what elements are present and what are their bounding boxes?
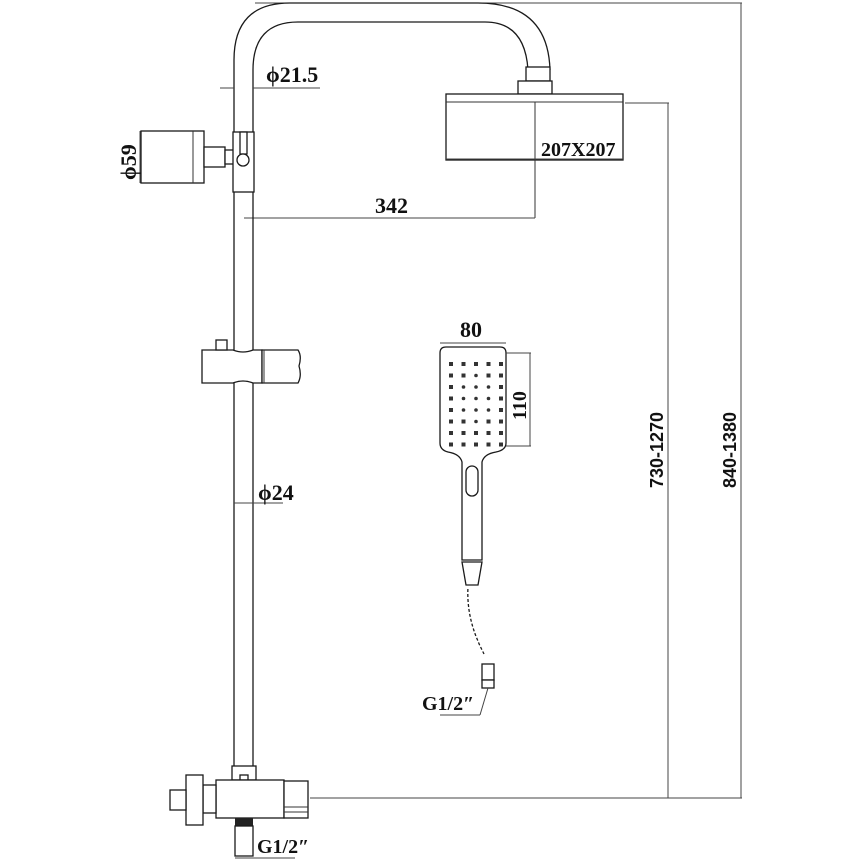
diverter-knob-diameter-label: ϕ59 bbox=[116, 144, 141, 180]
spray-nozzle bbox=[449, 385, 453, 389]
spray-nozzle bbox=[499, 396, 503, 401]
arm-reach-dimension: 342 bbox=[244, 193, 535, 219]
handshower-height-label: 110 bbox=[509, 391, 531, 420]
head-size-label: 207X207 bbox=[541, 139, 615, 161]
handshower-width-label: 80 bbox=[460, 317, 482, 342]
hand-shower: 80 110 bbox=[439, 317, 531, 586]
spray-nozzle bbox=[486, 442, 491, 447]
spray-nozzle bbox=[486, 431, 491, 435]
spray-nozzle bbox=[474, 385, 478, 389]
spray-nozzle bbox=[486, 419, 491, 424]
spray-nozzle bbox=[486, 362, 491, 366]
arm-diameter-dimension: ϕ21.5 bbox=[220, 62, 320, 89]
spray-nozzle bbox=[461, 385, 466, 389]
spray-nozzle bbox=[461, 419, 466, 424]
spray-nozzle bbox=[499, 408, 503, 412]
height-range-head-label: 730-1270 bbox=[647, 412, 667, 488]
spray-nozzle bbox=[486, 373, 491, 378]
spray-nozzle bbox=[486, 408, 491, 412]
spray-nozzle bbox=[474, 419, 478, 424]
spray-nozzles bbox=[449, 362, 503, 447]
head-height-dimension: 730-1270 bbox=[625, 102, 669, 798]
spray-nozzle bbox=[499, 431, 503, 435]
slide-bracket bbox=[201, 339, 301, 384]
spray-nozzle bbox=[499, 442, 503, 447]
spray-nozzle bbox=[474, 362, 478, 366]
spray-nozzle bbox=[474, 373, 478, 378]
spray-nozzle bbox=[461, 431, 466, 435]
spray-nozzle bbox=[461, 373, 466, 378]
spray-nozzle bbox=[449, 362, 453, 366]
shower-hose: G1/2″ bbox=[422, 586, 495, 716]
spray-nozzle bbox=[499, 419, 503, 424]
spray-nozzle bbox=[449, 408, 453, 412]
spray-nozzle bbox=[474, 408, 478, 412]
inlet-connection-label: G1/2″ bbox=[257, 836, 309, 858]
spray-nozzle bbox=[461, 396, 466, 401]
overhead-shower-head: 207X207 bbox=[445, 93, 624, 218]
spray-nozzle bbox=[461, 408, 466, 412]
spray-nozzle bbox=[499, 362, 503, 366]
arm-reach-label: 342 bbox=[375, 193, 408, 218]
height-range-overall-label: 840-1380 bbox=[720, 412, 740, 488]
spray-nozzle bbox=[486, 396, 491, 401]
riser-rail bbox=[232, 130, 255, 770]
riser-pipe-diameter-label: ϕ24 bbox=[258, 480, 294, 505]
diverter-knob: ϕ59 bbox=[116, 130, 235, 184]
riser-diameter-dimension: ϕ24 bbox=[234, 480, 294, 505]
shower-arm bbox=[233, 2, 553, 130]
spray-nozzle bbox=[449, 442, 453, 447]
arm-pipe-diameter-label: ϕ21.5 bbox=[266, 62, 318, 87]
spray-nozzle bbox=[449, 373, 453, 378]
spray-nozzle bbox=[449, 431, 453, 435]
spray-nozzle bbox=[499, 373, 503, 378]
spray-nozzle bbox=[449, 419, 453, 424]
spray-nozzle bbox=[461, 442, 466, 447]
spray-nozzle bbox=[474, 442, 478, 447]
spray-nozzle bbox=[474, 396, 478, 401]
hose-connection-label: G1/2″ bbox=[422, 693, 474, 715]
spray-nozzle bbox=[499, 385, 503, 389]
mixer-valve: G1/2″ bbox=[169, 765, 309, 859]
spray-nozzle bbox=[474, 431, 478, 435]
spray-nozzle bbox=[486, 385, 491, 389]
spray-nozzle bbox=[449, 396, 453, 401]
overall-height-dimension: 840-1380 bbox=[255, 2, 742, 799]
spray-nozzle bbox=[461, 362, 466, 366]
